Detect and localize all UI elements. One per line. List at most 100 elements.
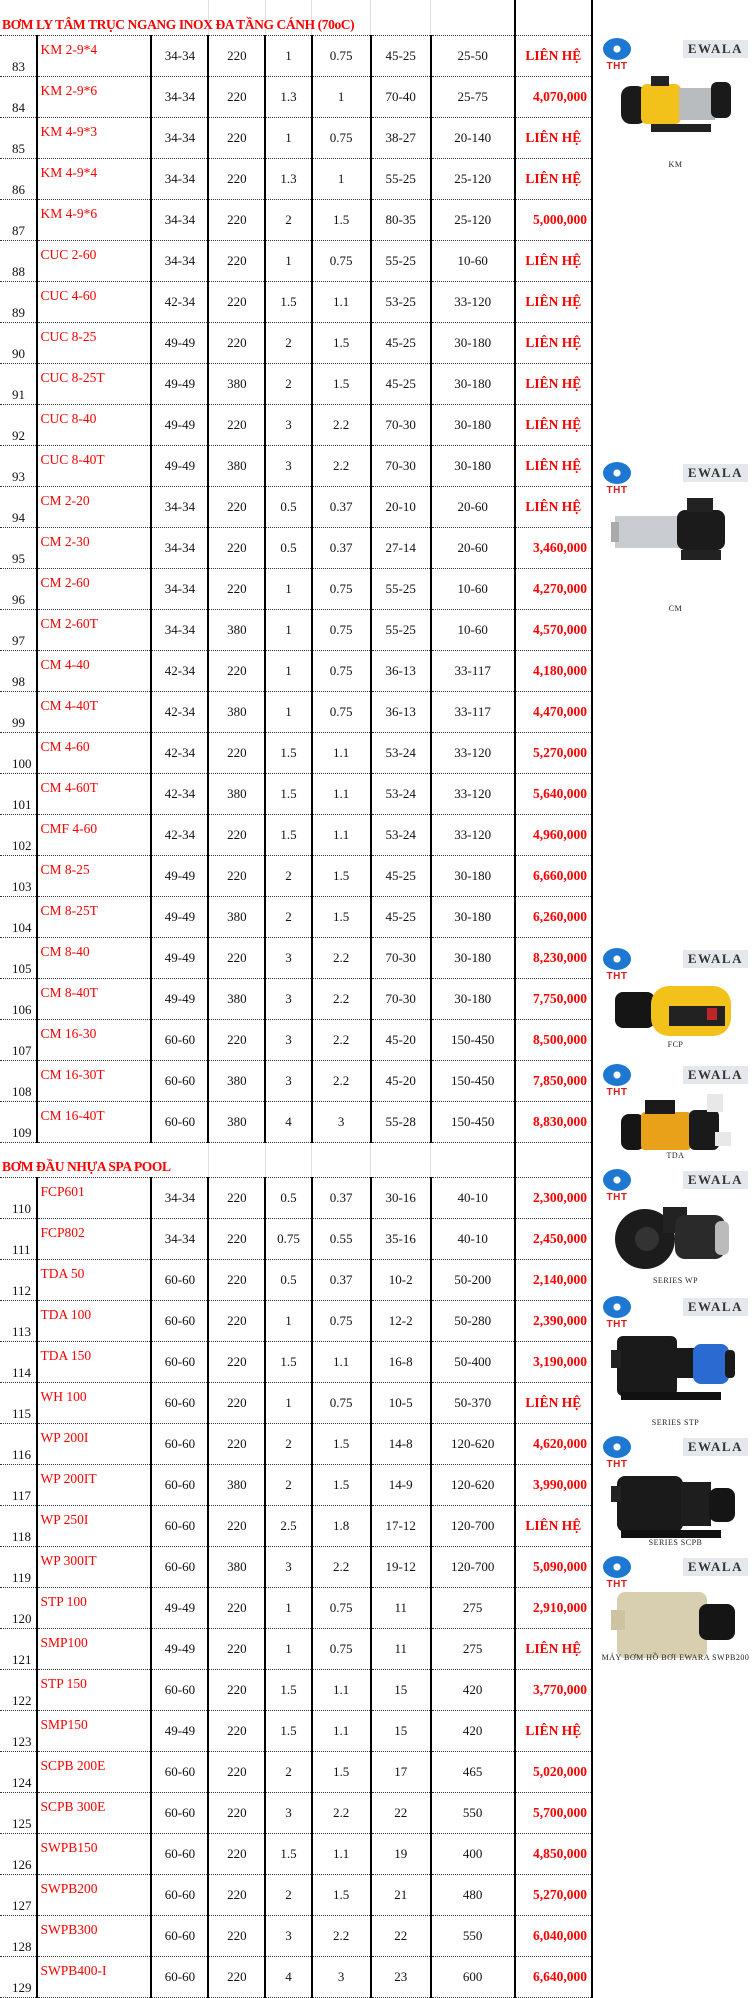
head-m: 53-25 xyxy=(370,281,432,323)
voltage: 220 xyxy=(208,240,267,282)
price: 2,390,000 xyxy=(514,1300,594,1342)
section-title: BƠM LY TÂM TRỤC NGANG INOX ĐA TẦNG CÁNH … xyxy=(0,0,355,36)
voltage: 380 xyxy=(208,1464,267,1506)
section-header: BƠM LY TÂM TRỤC NGANG INOX ĐA TẦNG CÁNH … xyxy=(0,0,594,36)
flow-lpm: 50-200 xyxy=(430,1259,516,1301)
head-m: 55-25 xyxy=(370,609,432,651)
voltage: 220 xyxy=(208,1669,267,1711)
connection-size: 34-34 xyxy=(151,568,210,610)
head-m: 22 xyxy=(370,1792,432,1834)
horsepower: 1 xyxy=(265,1587,313,1629)
power-kw: 0.75 xyxy=(311,650,372,692)
flow-lpm: 20-140 xyxy=(430,117,516,159)
row-number: 103 xyxy=(0,855,38,897)
model-name: TDA 100 xyxy=(36,1300,153,1342)
horsepower: 1.5 xyxy=(265,281,313,323)
voltage: 380 xyxy=(208,896,267,938)
row-number: 112 xyxy=(0,1259,38,1301)
price: LIÊN HỆ xyxy=(514,322,594,364)
flow-lpm: 150-450 xyxy=(430,1019,516,1061)
flow-lpm: 400 xyxy=(430,1833,516,1875)
product-caption: SERIES STP xyxy=(651,1418,700,1427)
head-m: 10-5 xyxy=(370,1382,432,1424)
flow-lpm: 40-10 xyxy=(430,1177,516,1219)
horsepower: 1 xyxy=(265,609,313,651)
flow-lpm: 50-400 xyxy=(430,1341,516,1383)
model-name: SCPB 300E xyxy=(36,1792,153,1834)
section-header: BƠM ĐẦU NHỰA SPA POOL xyxy=(0,1142,594,1178)
tht-logo-text: THT xyxy=(606,1192,628,1203)
power-kw: 0.75 xyxy=(311,35,372,77)
power-kw: 0.37 xyxy=(311,1177,372,1219)
head-m: 22 xyxy=(370,1915,432,1957)
voltage: 380 xyxy=(208,609,267,651)
connection-size: 42-34 xyxy=(151,281,210,323)
tht-logo-text: THT xyxy=(606,61,628,72)
head-m: 45-25 xyxy=(370,322,432,364)
head-m: 17 xyxy=(370,1751,432,1793)
product-caption: SERIES WP xyxy=(652,1276,699,1285)
power-kw: 3 xyxy=(311,1101,372,1143)
head-m: 53-24 xyxy=(370,773,432,815)
voltage: 380 xyxy=(208,691,267,733)
power-kw: 1 xyxy=(311,158,372,200)
power-kw: 2.2 xyxy=(311,978,372,1020)
model-name: WP 250I xyxy=(36,1505,153,1547)
head-m: 38-27 xyxy=(370,117,432,159)
row-number: 126 xyxy=(0,1833,38,1875)
horsepower: 0.5 xyxy=(265,1259,313,1301)
flow-lpm: 420 xyxy=(430,1669,516,1711)
power-kw: 1.5 xyxy=(311,363,372,405)
row-number: 116 xyxy=(0,1423,38,1465)
connection-size: 42-34 xyxy=(151,732,210,774)
flow-lpm: 465 xyxy=(430,1751,516,1793)
flow-lpm: 10-60 xyxy=(430,609,516,651)
horsepower: 2.5 xyxy=(265,1505,313,1547)
connection-size: 60-60 xyxy=(151,1956,210,1998)
voltage: 220 xyxy=(208,1505,267,1547)
horsepower: 1 xyxy=(265,691,313,733)
horsepower: 2 xyxy=(265,322,313,364)
connection-size: 34-34 xyxy=(151,117,210,159)
power-kw: 0.75 xyxy=(311,568,372,610)
head-m: 11 xyxy=(370,1587,432,1629)
power-kw: 1.5 xyxy=(311,1423,372,1465)
model-name: WP 200I xyxy=(36,1423,153,1465)
horsepower: 3 xyxy=(265,445,313,487)
price: 8,500,000 xyxy=(514,1019,594,1061)
flow-lpm: 33-120 xyxy=(430,773,516,815)
connection-size: 34-34 xyxy=(151,527,210,569)
price: 2,910,000 xyxy=(514,1587,594,1629)
price: 4,470,000 xyxy=(514,691,594,733)
head-m: 19 xyxy=(370,1833,432,1875)
power-kw: 3 xyxy=(311,1956,372,1998)
connection-size: 60-60 xyxy=(151,1060,210,1102)
pump-photo-icon xyxy=(621,76,731,132)
price: 6,260,000 xyxy=(514,896,594,938)
model-name: SMP100 xyxy=(36,1628,153,1670)
head-m: 80-35 xyxy=(370,199,432,241)
horsepower: 2 xyxy=(265,855,313,897)
row-number: 93 xyxy=(0,445,38,487)
connection-size: 60-60 xyxy=(151,1833,210,1875)
ewala-brand-label: EWALA xyxy=(682,1066,748,1084)
model-name: CM 4-60 xyxy=(36,732,153,774)
head-m: 19-12 xyxy=(370,1546,432,1588)
voltage: 220 xyxy=(208,814,267,856)
tht-logo-icon: THT xyxy=(601,1556,633,1592)
power-kw: 0.75 xyxy=(311,691,372,733)
row-number: 109 xyxy=(0,1101,38,1143)
voltage: 380 xyxy=(208,1101,267,1143)
voltage: 380 xyxy=(208,363,267,405)
connection-size: 60-60 xyxy=(151,1792,210,1834)
power-kw: 2.2 xyxy=(311,1915,372,1957)
